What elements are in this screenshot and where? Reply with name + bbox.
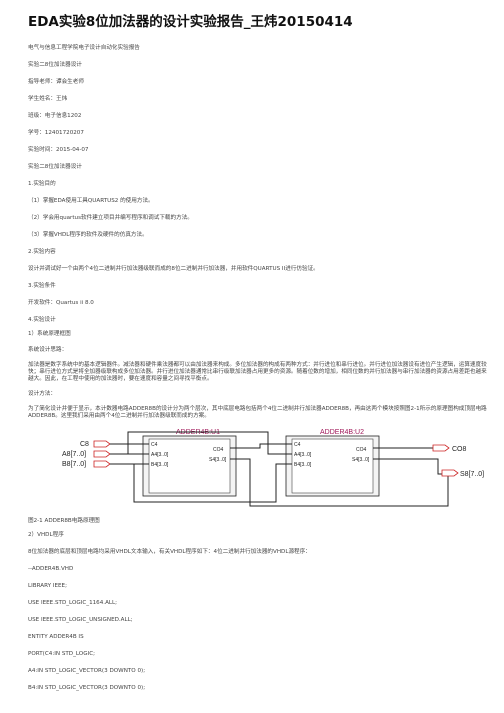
svg-text:CO8: CO8: [452, 446, 467, 453]
output-pin-s8[interactable]: S8[7..0]: [441, 469, 484, 478]
document-title: EDA实验8位加法器的设计实验报告_王炜20150414: [28, 14, 353, 30]
text-line: 8位加法器的底层和顶层电路均采用VHDL文本输入，有关VHDL程序如下：4位二进…: [28, 549, 311, 555]
text-line: （2）学会用quartus软件建立项目并编写程序和调试下载的方法。: [28, 215, 193, 221]
u1-port-b4: B4[3..0]: [151, 462, 169, 468]
svg-text:S8[7..0]: S8[7..0]: [460, 471, 484, 478]
u2-port-co4: CO4: [356, 447, 367, 453]
section-heading: 1.实验目的: [28, 181, 56, 187]
u1-port-co4: CO4: [213, 447, 224, 453]
section-heading: 3.实验条件: [28, 283, 56, 289]
u2-port-s4: S4[3..0]: [352, 457, 370, 463]
text-line: 设计并调试好一个由两个4位二进制并行加法器级联而成的8位二进制并行加法器，并用软…: [28, 266, 319, 272]
text-line: 实验时间：2015-04-07: [28, 147, 89, 153]
input-pin-a8[interactable]: A8[7..0]: [62, 450, 111, 458]
u2-port-a4: A4[3..0]: [294, 452, 312, 458]
text-line: 实验二8位加法器设计: [28, 62, 82, 68]
paragraph-principle: 加法器是数字系统中的基本逻辑器件。减法器和硬件乘法器都可以由加法器来构成。多位加…: [28, 362, 487, 383]
text-line: 开发软件：Quartus ii 8.0: [28, 300, 94, 306]
text-line: 1）系统原理框图: [28, 331, 71, 337]
paragraph-design: 为了简化设计并便于显示，本计数器电路ADDER8B的设计分为两个层次，其中底层电…: [28, 406, 487, 420]
u1-port-a4: A4[3..0]: [151, 452, 169, 458]
text-line: 实验二8位加法器设计: [28, 164, 82, 170]
code-line: USE IEEE.STD_LOGIC_UNSIGNED.ALL;: [28, 617, 133, 623]
text-line: 学生姓名：王炜: [28, 96, 68, 102]
code-line: USE IEEE.STD_LOGIC_1164.ALL;: [28, 600, 118, 606]
svg-text:C8: C8: [80, 441, 89, 448]
u2-inner: [291, 438, 374, 494]
u2-port-b4: B4[3..0]: [294, 462, 312, 468]
text-line: 2）VHDL程序: [28, 532, 64, 538]
output-pin-co8[interactable]: CO8: [432, 444, 467, 453]
code-line: LIBRARY IEEE;: [28, 583, 67, 589]
input-pin-c8[interactable]: C8: [80, 440, 111, 448]
svg-text:B8[7..0]: B8[7..0]: [62, 461, 86, 468]
input-pin-b8[interactable]: B8[7..0]: [62, 460, 111, 468]
text-line: 学号：12401720207: [28, 130, 84, 136]
code-line: ENTITY ADDER4B IS: [28, 634, 84, 640]
section-heading: 2.实验内容: [28, 249, 56, 255]
code-line: PORT(C4:IN STD_LOGIC;: [28, 651, 95, 657]
u2-port-c4: C4: [294, 442, 301, 448]
text-line: 系统设计思路：: [28, 347, 68, 353]
u1-inner: [148, 438, 231, 494]
text-line: 电气与信息工程学院电子设计自动化实验报告: [28, 45, 140, 51]
code-line: --ADDER4B.VHD: [28, 566, 74, 572]
code-line: A4:IN STD_LOGIC_VECTOR(3 DOWNTO 0);: [28, 668, 146, 674]
text-line: 指导老师：谭会生老师: [28, 79, 84, 85]
text-line: （3）掌握VHDL程序的软件及硬件的仿真方法。: [28, 232, 148, 238]
u2-title: ADDER4B:U2: [320, 429, 364, 436]
svg-text:A8[7..0]: A8[7..0]: [62, 451, 86, 458]
code-line: B4:IN STD_LOGIC_VECTOR(3 DOWNTO 0);: [28, 685, 146, 691]
u1-port-s4: S4[3..0]: [209, 457, 227, 463]
circuit-diagram: ADDER4B:U1 C4 A4[3..0] B4[3..0] CO4 S4[3…: [28, 426, 490, 507]
section-heading: 4.实验设计: [28, 317, 56, 323]
text-line: （1）掌握EDA使用工具QUARTUS2 的使用方法。: [28, 198, 154, 204]
text-line: 班级：电子信息1202: [28, 113, 82, 119]
u1-port-c4: C4: [151, 442, 158, 448]
figure-caption: 图2-1 ADDER8B电路原理图: [28, 518, 100, 524]
text-line: 设计方法：: [28, 391, 56, 397]
